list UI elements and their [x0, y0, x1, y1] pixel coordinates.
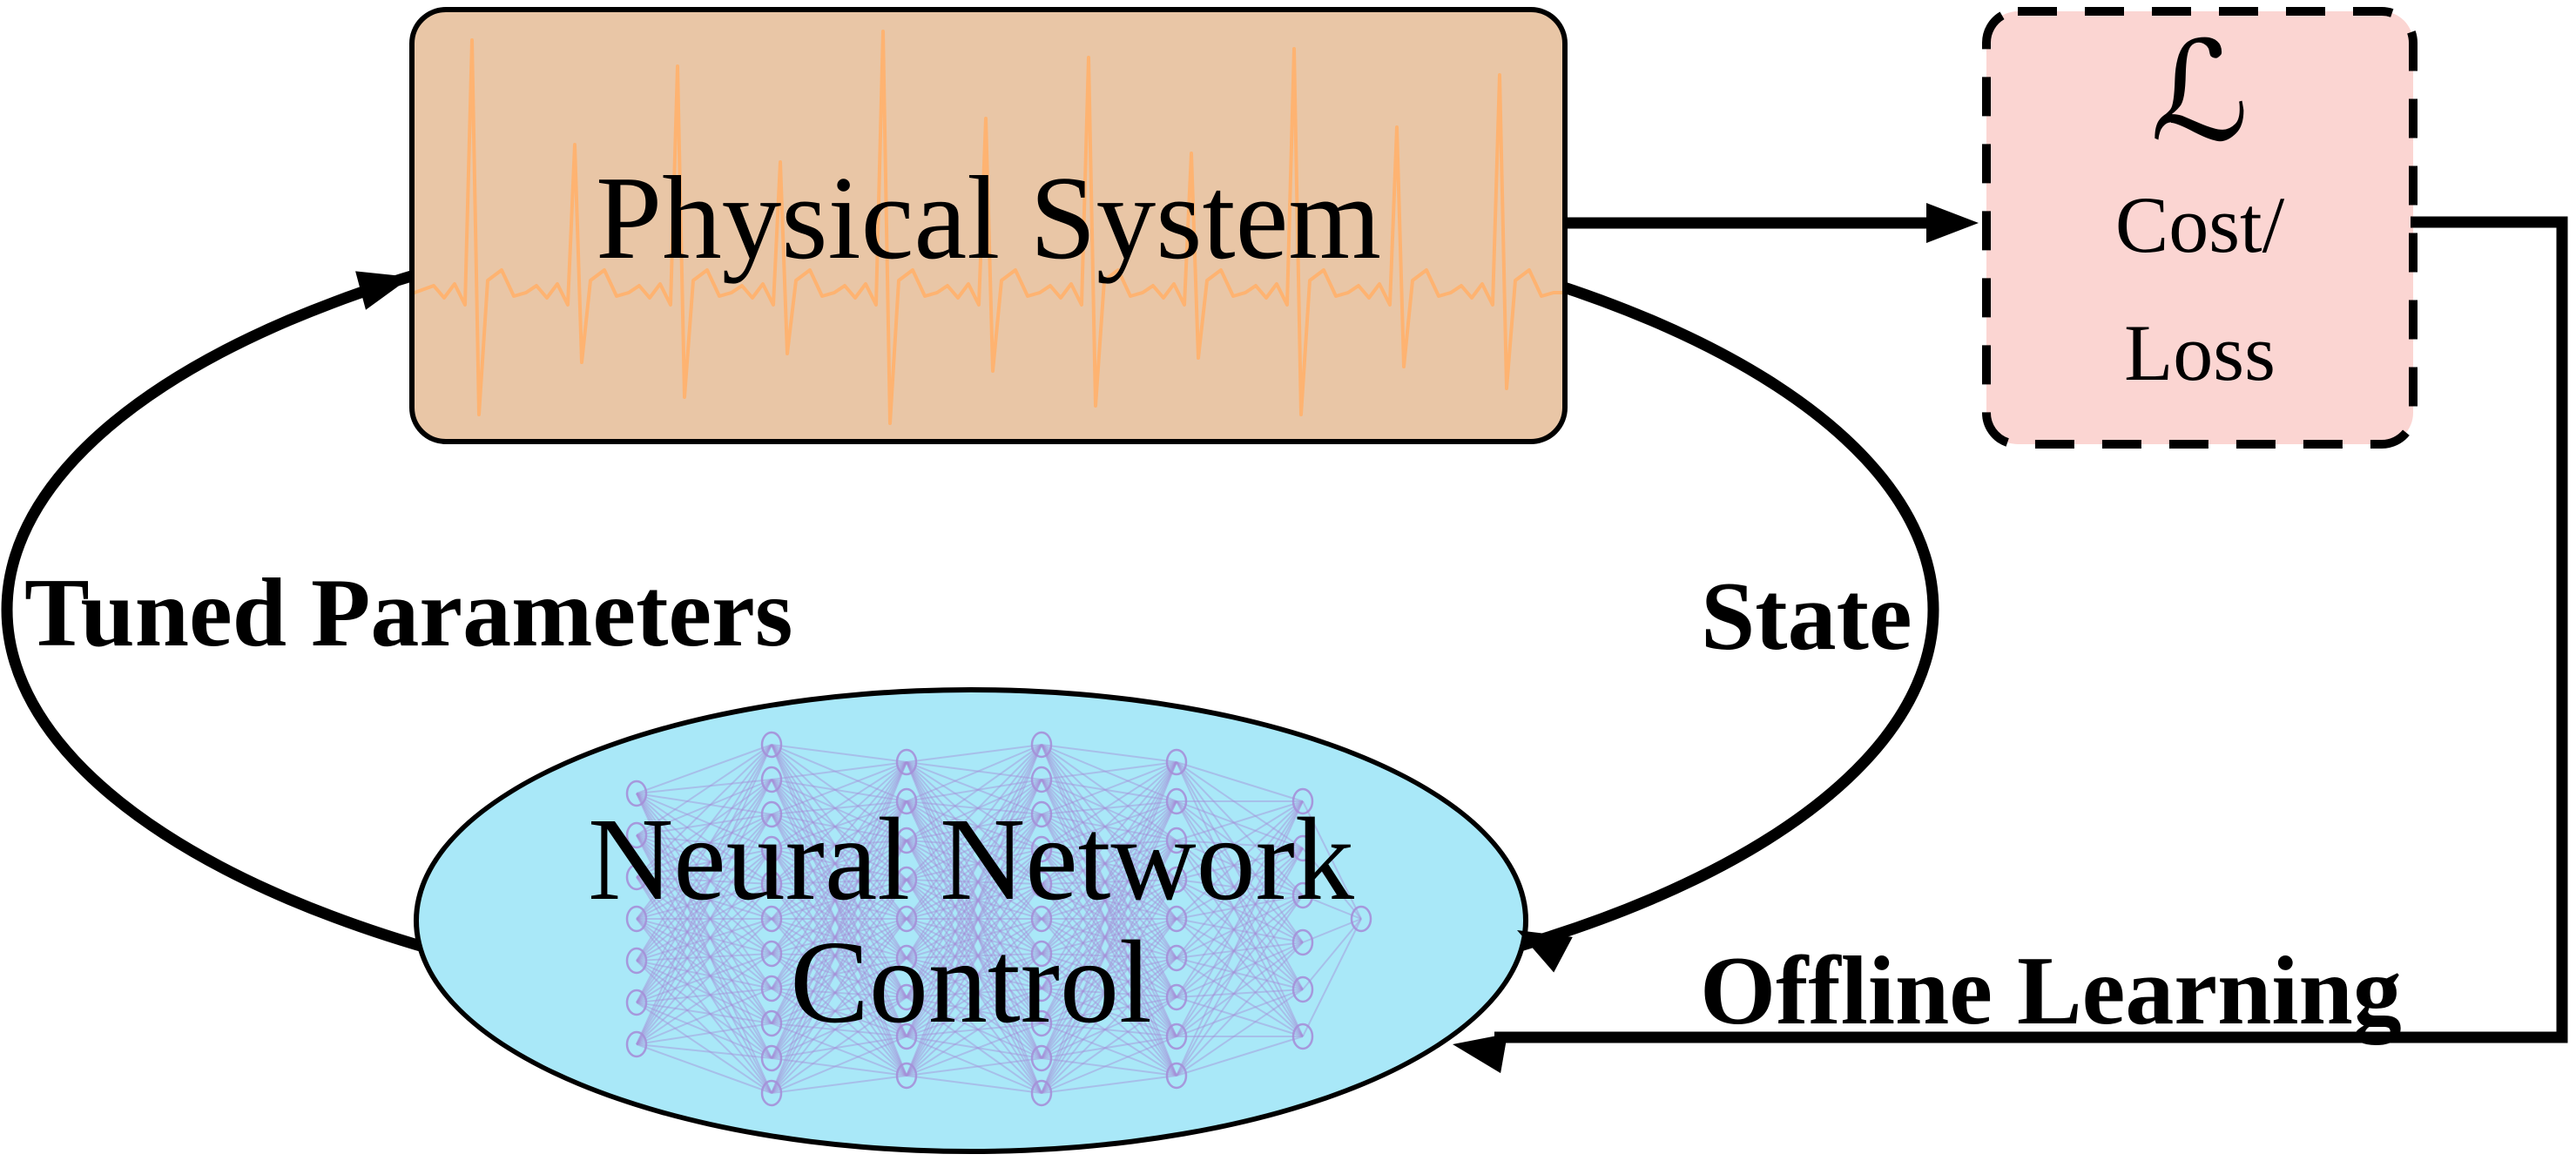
neural-network-label-line1: Neural Network	[588, 794, 1354, 925]
ecg-waveform-path	[415, 30, 1562, 425]
physical-system-node: Physical System	[409, 7, 1568, 444]
edge-offline-learning	[1494, 216, 2568, 1043]
edge-label-offline-learning: Offline Learning	[1700, 937, 2402, 1045]
edge-label-state: State	[1701, 563, 1912, 671]
cost-loss-label-line1: Cost/	[2114, 180, 2285, 269]
ecg-waveform-icon	[415, 30, 1562, 425]
arrowhead-state-into-nn	[1517, 930, 1573, 973]
physical-system-label: Physical System	[596, 152, 1381, 284]
neural-network-graph-icon	[625, 731, 1372, 1107]
neural-network-control-label: Neural Network Control	[419, 799, 1523, 1044]
neural-network-label-line2: Control	[790, 917, 1152, 1048]
edge-label-tuned-parameters: Tuned Parameters	[24, 559, 793, 667]
cost-loss-node	[1982, 7, 2418, 449]
loss-script-L-symbol: ℒ	[2150, 12, 2249, 172]
arrowhead-into-cost	[1926, 203, 1979, 243]
cost-loss-label-line2: Loss	[2124, 308, 2276, 397]
neural-network-control-node: Neural Network Control	[414, 687, 1528, 1154]
arrowhead-tuned-into-physical	[355, 271, 411, 310]
arrowhead-offline-into-nn	[1453, 1033, 1508, 1074]
